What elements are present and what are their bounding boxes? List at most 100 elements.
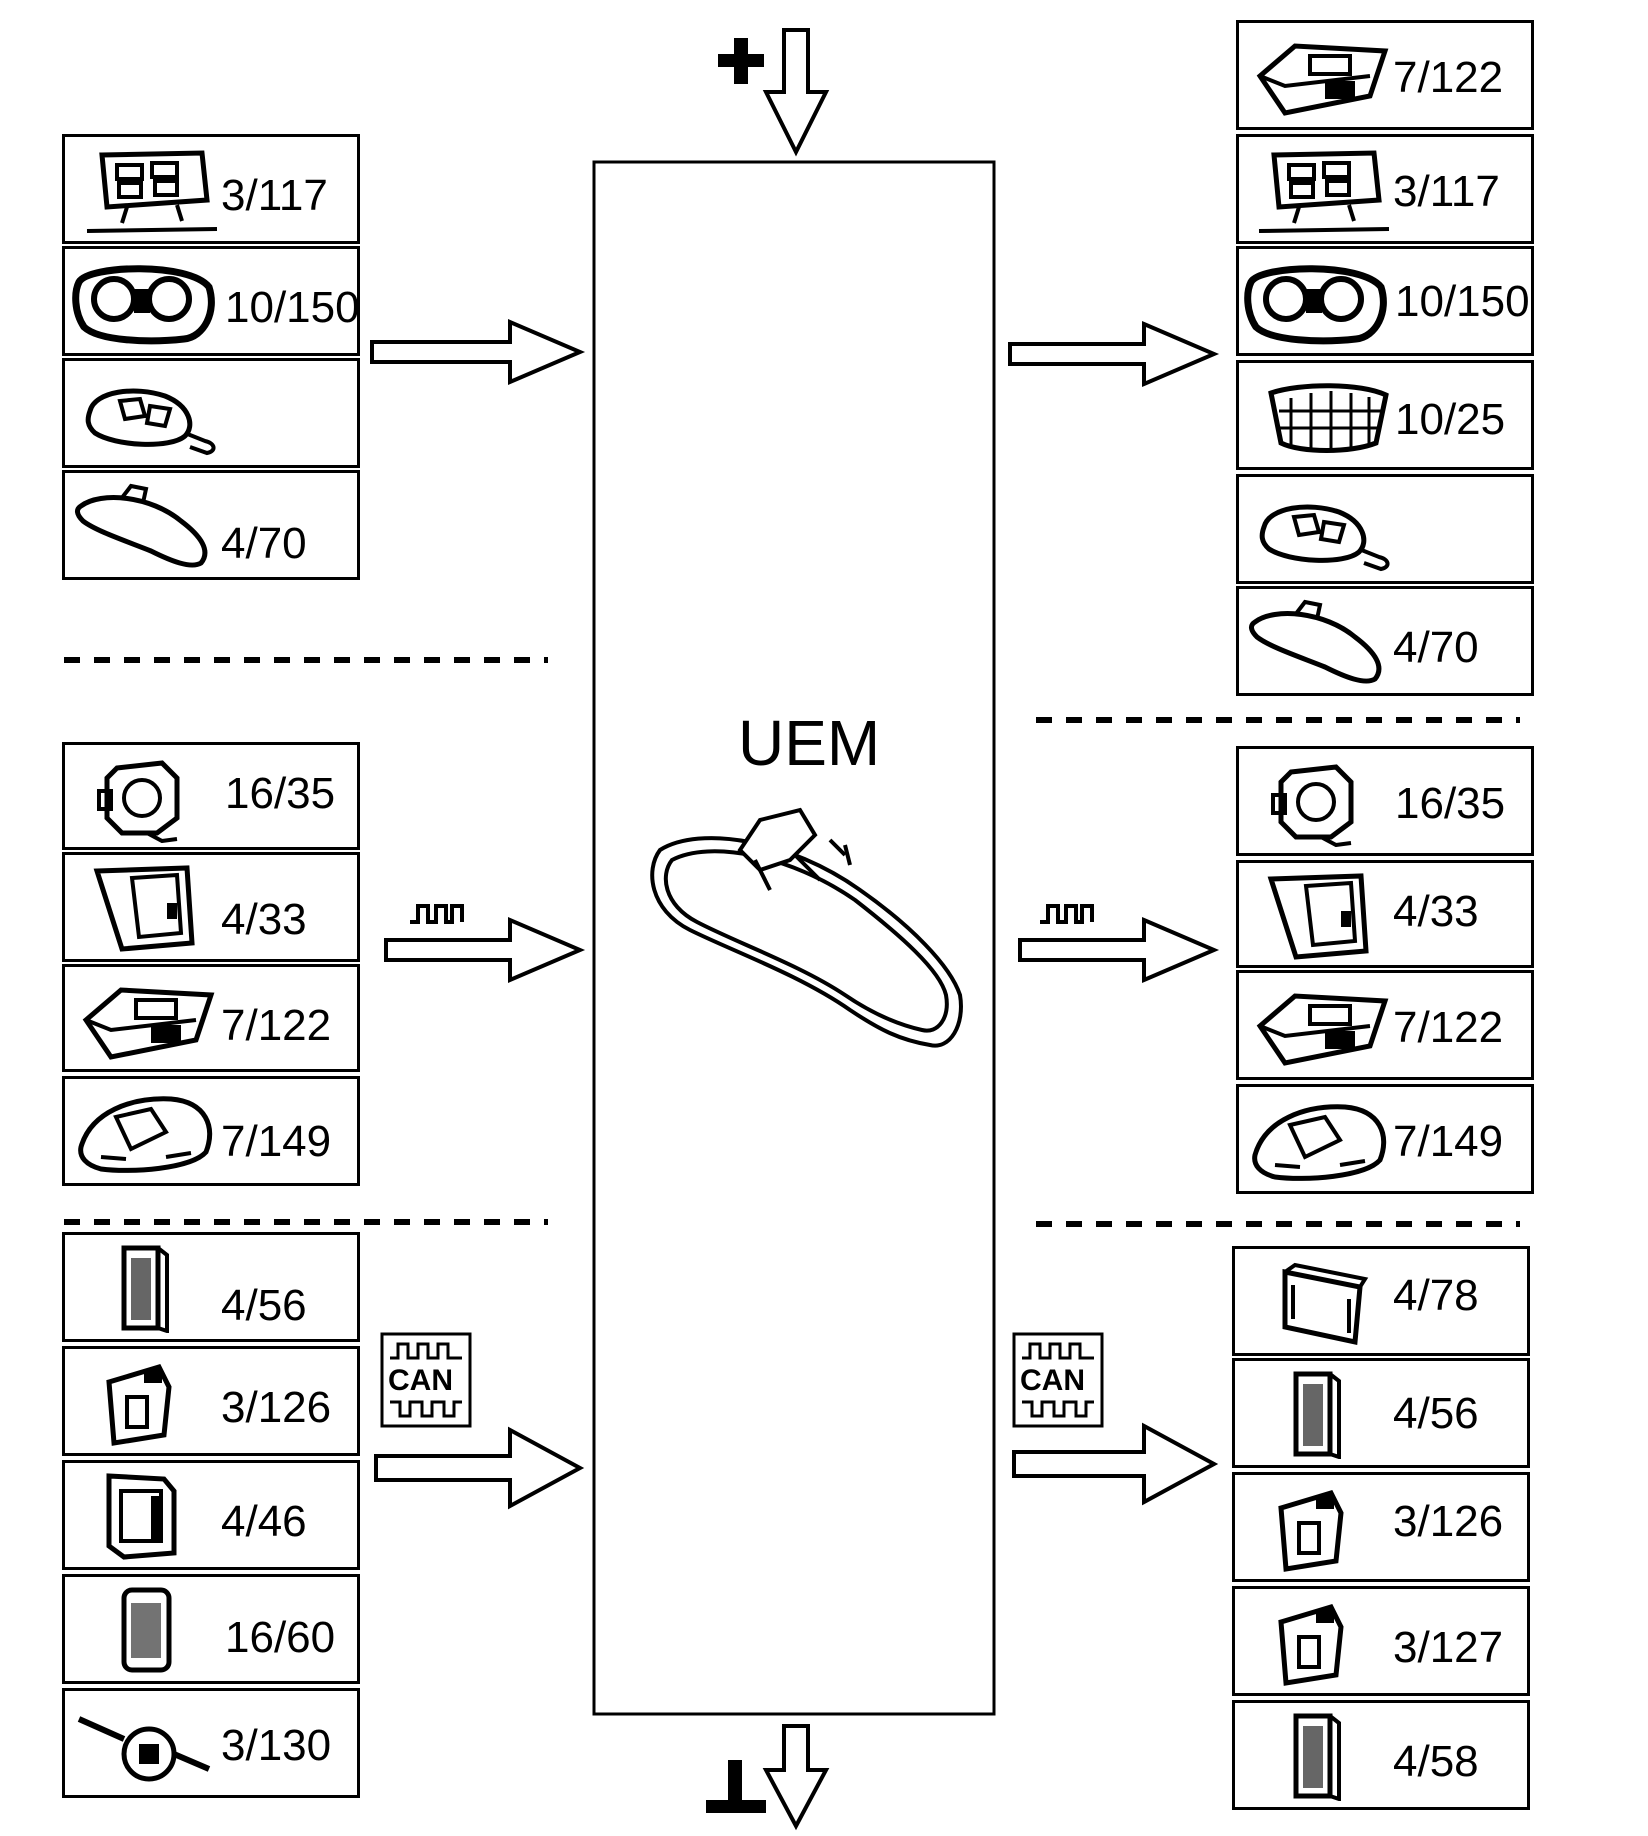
- component-code: 10/150: [225, 283, 360, 332]
- input-component-box: 4/56: [62, 1232, 360, 1342]
- output-component-box: 10/150: [1236, 246, 1534, 356]
- input-component-box: 4/70: [62, 470, 360, 580]
- component-code: 4/46: [221, 1497, 307, 1546]
- output-arrow-3: [1012, 1422, 1219, 1506]
- component-code: 7/149: [1393, 1117, 1504, 1166]
- can-label: CAN: [388, 1364, 453, 1397]
- steering-switch-icon: [69, 1699, 219, 1789]
- input-component-box: 16/35: [62, 742, 360, 850]
- connector-module-icon: [1241, 1369, 1391, 1459]
- can-bus-icon: [380, 1332, 472, 1428]
- component-code: 4/33: [221, 895, 307, 944]
- output-component-box: 7/122: [1236, 20, 1534, 130]
- door-module-icon: [1251, 871, 1401, 961]
- component-code: 4/70: [221, 519, 307, 568]
- component-code: 7/122: [1393, 53, 1504, 102]
- ground-arrow: [762, 1724, 830, 1831]
- input-arrow-3: [374, 1426, 585, 1510]
- switch-pack-icon: [1245, 31, 1395, 121]
- relay-module-icon: [69, 1585, 219, 1675]
- can-label: CAN: [1020, 1364, 1085, 1397]
- component-code: 7/149: [221, 1117, 332, 1166]
- group-separator: [64, 657, 1520, 1227]
- input-component-box: 3/117: [62, 134, 360, 244]
- input-component-box: 3/126: [62, 1346, 360, 1456]
- rearview-mirror-icon: [1245, 597, 1395, 687]
- component-code: 16/60: [225, 1613, 336, 1662]
- component-code: 4/33: [1393, 887, 1479, 936]
- connector-module-icon: [1241, 1711, 1391, 1801]
- output-component-box: 10/25: [1236, 360, 1534, 470]
- component-code: 16/35: [225, 769, 336, 818]
- component-code: 4/56: [221, 1281, 307, 1330]
- input-arrow-1: [370, 318, 586, 386]
- housing-icon: [71, 1087, 221, 1177]
- input-component-box: 4/33: [62, 852, 360, 962]
- output-component-box: 7/149: [1236, 1084, 1534, 1194]
- control-panel-icon: [77, 145, 227, 235]
- output-component-box: 7/122: [1236, 970, 1534, 1080]
- output-component-box: 3/126: [1232, 1472, 1530, 1582]
- component-code: 3/127: [1393, 1623, 1504, 1672]
- input-component-box: 7/122: [62, 964, 360, 1072]
- can-bus-icon: [1012, 1332, 1104, 1428]
- output-arrow-1: [1008, 320, 1220, 388]
- plus-icon: [718, 38, 764, 84]
- instrument-cluster-icon: [69, 257, 219, 347]
- sensor-icon: [77, 753, 227, 843]
- component-code: 3/117: [1393, 167, 1500, 216]
- grille-icon: [1251, 373, 1401, 463]
- output-component-box: 3/127: [1232, 1586, 1530, 1696]
- control-panel-icon: [1249, 145, 1399, 235]
- output-component-box: 4/70: [1236, 586, 1534, 696]
- component-code: 7/122: [1393, 1003, 1504, 1052]
- input-component-box: 7/149: [62, 1076, 360, 1186]
- output-component-box: 4/78: [1232, 1246, 1530, 1356]
- output-component-box: [1236, 474, 1534, 584]
- input-component-box: 3/130: [62, 1688, 360, 1798]
- uem-module-box: [592, 160, 996, 1716]
- input-component-box: 16/60: [62, 1574, 360, 1684]
- switch-pack-icon: [71, 975, 221, 1065]
- ecu-icon: [69, 1471, 219, 1561]
- sensor-icon: [1251, 757, 1401, 847]
- component-code: 3/126: [1393, 1497, 1504, 1546]
- control-unit-icon: [1241, 1597, 1391, 1687]
- input-component-box: 10/150: [62, 246, 360, 356]
- output-component-box: 3/117: [1236, 134, 1534, 244]
- component-code: 10/150: [1395, 277, 1530, 326]
- output-component-box: 4/58: [1232, 1700, 1530, 1810]
- component-code: 3/126: [221, 1383, 332, 1432]
- control-unit-icon: [1241, 1483, 1391, 1573]
- component-code: 16/35: [1395, 779, 1506, 828]
- switch-pack-icon: [1245, 981, 1395, 1071]
- output-component-box: 4/33: [1236, 860, 1534, 968]
- power-supply-arrow: [762, 28, 830, 157]
- input-component-box: 4/46: [62, 1460, 360, 1570]
- component-code: 3/130: [221, 1721, 332, 1770]
- rearview-mirror-icon: [650, 807, 963, 1048]
- component-code: 4/70: [1393, 623, 1479, 672]
- door-module-icon: [77, 863, 227, 953]
- input-component-box: [62, 358, 360, 468]
- connector-module-icon: [69, 1243, 219, 1333]
- component-code: 4/58: [1393, 1737, 1479, 1786]
- pulse-signal-icon: [1040, 904, 1094, 924]
- output-arrow-2: [1018, 916, 1220, 984]
- component-code: 7/122: [221, 1001, 332, 1050]
- component-code: 4/56: [1393, 1389, 1479, 1438]
- input-arrow-2: [384, 916, 586, 984]
- component-code: 4/78: [1393, 1271, 1479, 1320]
- output-component-box: 16/35: [1236, 746, 1534, 856]
- housing-icon: [1245, 1095, 1395, 1185]
- instrument-cluster-icon: [1241, 257, 1391, 347]
- output-component-box: 4/56: [1232, 1358, 1530, 1468]
- remote-key-icon: [1249, 487, 1399, 577]
- component-code: 3/117: [221, 171, 328, 220]
- control-unit-icon: [69, 1357, 219, 1447]
- pulse-signal-icon: [410, 904, 464, 924]
- module-label: UEM: [738, 707, 881, 779]
- rearview-mirror-icon: [71, 481, 221, 571]
- remote-key-icon: [75, 371, 225, 461]
